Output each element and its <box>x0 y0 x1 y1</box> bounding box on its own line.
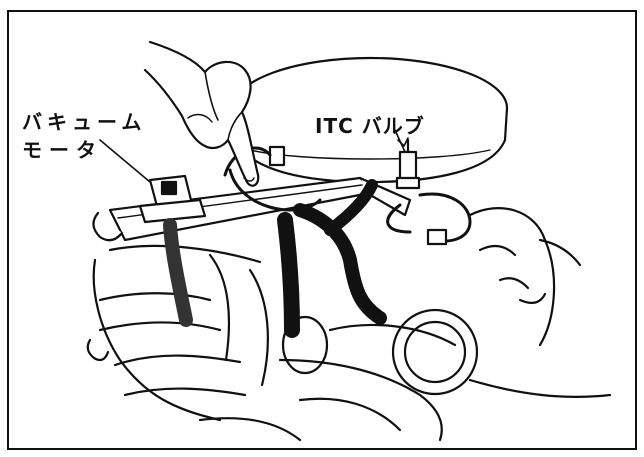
vacuum-motor-label-line2: モータ <box>22 140 103 160</box>
vacuum-motor-label-line1: バキューム <box>22 112 146 132</box>
itc-valve-label: ITC バルブ <box>315 116 425 136</box>
engine-block-outline <box>88 246 455 440</box>
engine-right-components <box>393 208 610 397</box>
hand-illustration <box>145 42 258 186</box>
